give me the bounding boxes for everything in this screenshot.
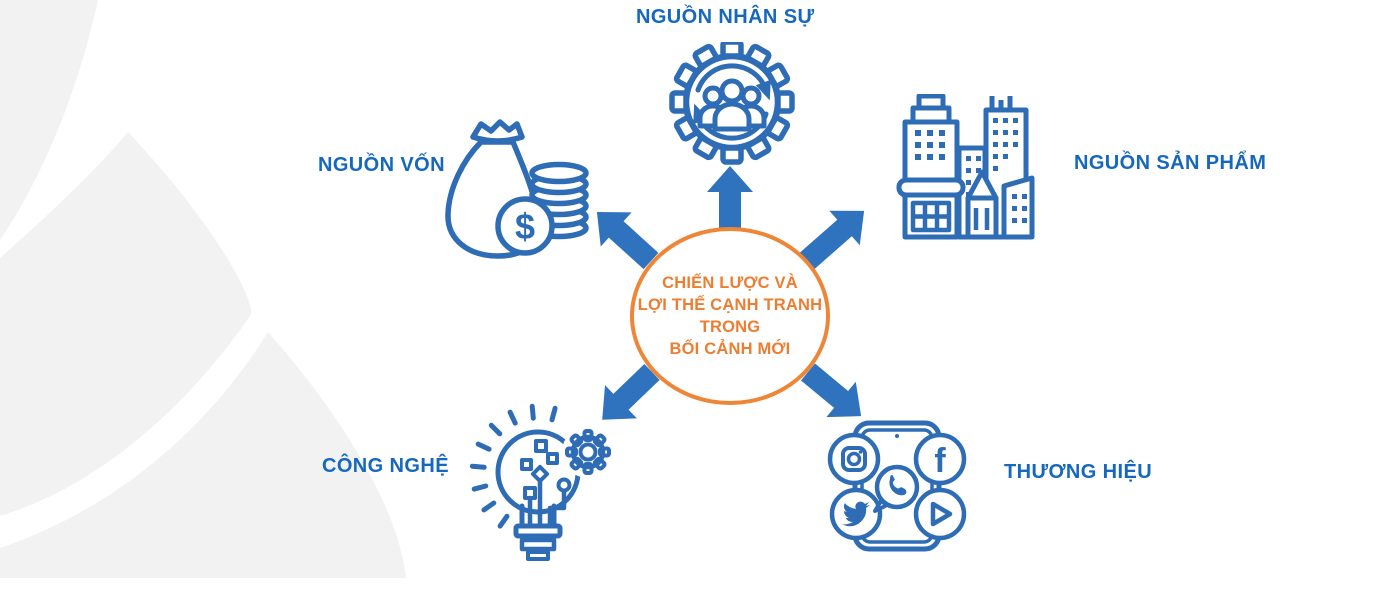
center-text-line: CHIẾN LƯỢC VÀ bbox=[662, 274, 798, 292]
coin-stack bbox=[529, 161, 589, 240]
building-right-small bbox=[1001, 175, 1035, 240]
arrow-upper-left bbox=[596, 211, 659, 270]
facebook-icon: f bbox=[913, 432, 967, 486]
whatsapp-icon bbox=[873, 464, 920, 513]
circuit-traces bbox=[520, 439, 572, 529]
arrow-upper-right bbox=[799, 210, 865, 270]
dollar-sign: $ bbox=[515, 206, 535, 247]
play-video-icon bbox=[913, 487, 967, 541]
instagram-icon bbox=[827, 432, 881, 486]
twitter-icon bbox=[829, 487, 883, 541]
lightbulb-gear-circuit-icon bbox=[470, 403, 614, 561]
money-bag-tie bbox=[470, 119, 525, 144]
gear-people-icon bbox=[669, 42, 795, 165]
background-swoosh-1 bbox=[0, 0, 98, 240]
arrow-lower-right bbox=[800, 363, 862, 418]
building-chapel bbox=[965, 169, 999, 240]
dollar-coin bbox=[495, 196, 555, 256]
label-products: NGUỒN SẢN PHẨM bbox=[1074, 152, 1267, 174]
background-swoosh-2 bbox=[0, 132, 252, 516]
bulb-base bbox=[513, 503, 563, 561]
smartphone bbox=[852, 420, 942, 552]
smartphone-social-media-icon: f bbox=[827, 420, 967, 552]
center-text-line: LỢI THẾ CẠNH TRANH bbox=[637, 296, 823, 314]
city-buildings-icon bbox=[896, 94, 1035, 240]
center-circle: CHIẾN LƯỢC VÀ LỢI THẾ CẠNH TRANH TRONG B… bbox=[630, 227, 830, 405]
center-text-line: TRONG bbox=[699, 318, 761, 336]
gear-teeth bbox=[669, 42, 795, 165]
svg-text:f: f bbox=[934, 442, 946, 480]
label-technology: CÔNG NGHỆ bbox=[322, 455, 449, 477]
building-left-tower bbox=[896, 94, 966, 240]
arrow-up bbox=[707, 166, 753, 232]
center-text-line: BỐI CẢNH MỚI bbox=[669, 340, 791, 358]
label-human-resources: NGUỒN NHÂN SỰ bbox=[636, 6, 815, 28]
money-bag-coins-icon: $ bbox=[445, 119, 589, 259]
label-brand: THƯƠNG HIỆU bbox=[1004, 461, 1153, 483]
label-capital: NGUỒN VỐN bbox=[318, 154, 445, 176]
people-group bbox=[697, 78, 767, 132]
background-swoosh-3 bbox=[0, 332, 406, 578]
mini-gear bbox=[565, 429, 611, 475]
light-rays bbox=[470, 403, 558, 529]
arrow-lower-left bbox=[602, 364, 660, 420]
